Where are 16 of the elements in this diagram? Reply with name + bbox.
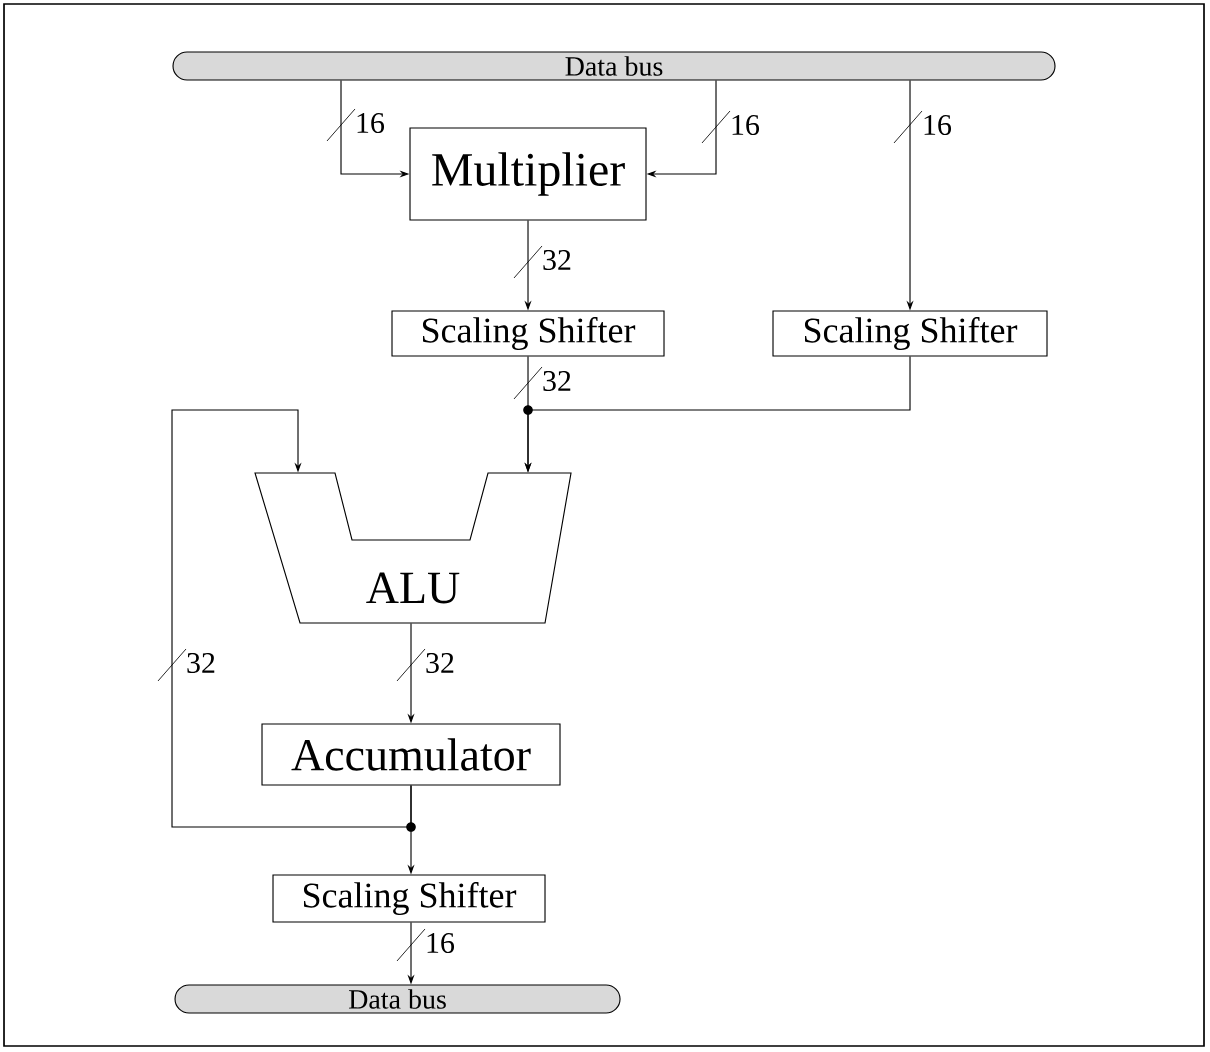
shifter-box: Scaling Shifter: [272, 874, 546, 923]
edge-label: 32: [543, 249, 571, 271]
arrow: [171, 409, 412, 828]
edge-label: 16: [357, 112, 385, 134]
edge-label: 32: [187, 652, 215, 674]
shifter-box: Scaling Shifter: [391, 310, 665, 357]
edge-label: 32: [543, 370, 571, 392]
edge-label: 16: [924, 114, 952, 136]
edge-label: 16: [427, 932, 455, 954]
shifter-box: Scaling Shifter: [772, 310, 1048, 357]
multiplier-box: Multiplier: [409, 127, 647, 221]
edge-label: 16: [732, 114, 760, 136]
data-bus-bar: Data bus: [174, 984, 621, 1014]
edge-label: 32: [426, 652, 454, 674]
accumulator-box: Accumulator: [261, 723, 561, 786]
data-bus-bar: Data bus: [172, 51, 1056, 81]
